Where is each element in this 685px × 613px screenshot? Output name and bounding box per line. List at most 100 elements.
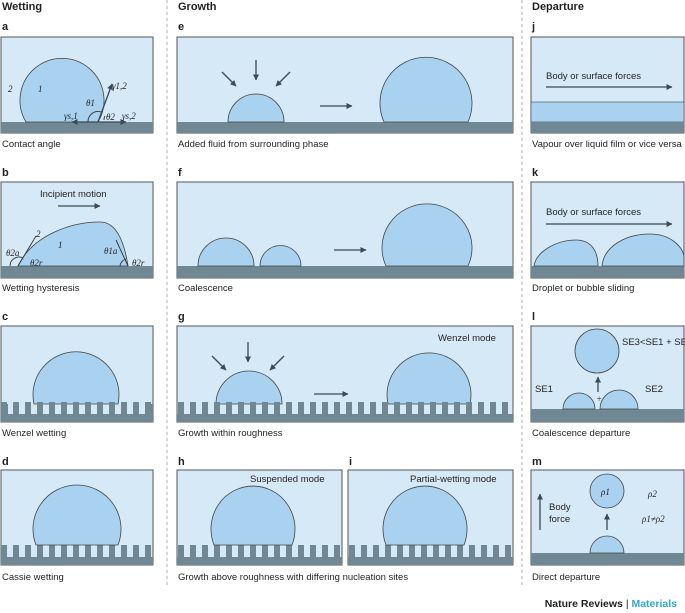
substrate [177, 266, 513, 278]
theta-arc [87, 111, 102, 123]
forces-label: Body or surface forces [546, 207, 641, 218]
rough-substrate [177, 545, 342, 565]
panel-letter: k [532, 167, 539, 179]
inflow-arrow [275, 71, 291, 87]
panel-caption: Wenzel wetting [2, 428, 66, 439]
phase-label: 1 [38, 84, 43, 94]
panel-caption: Growth within roughness [178, 428, 283, 439]
panel-letter: j [531, 21, 535, 33]
left-droplet [197, 237, 255, 267]
large-droplet [386, 352, 472, 405]
column-header-growth: Growth [178, 1, 217, 13]
mode-label: Suspended mode [250, 474, 324, 485]
droplet [382, 485, 468, 546]
body-label: Body [549, 502, 571, 513]
footer-separator: | [625, 598, 629, 610]
density-inequality: ρ1≠ρ2 [641, 514, 665, 524]
droplet [19, 58, 105, 123]
panel-b: b Incipient motion 2 1 θ2a θ2r θ1a θ2r W… [0, 167, 154, 294]
substrate [1, 266, 153, 278]
small-droplet [227, 93, 285, 123]
droplet [32, 351, 120, 405]
phase-label: 2 [36, 229, 41, 239]
energy-equation: SE3<SE1 + SE2 [622, 337, 685, 348]
merged-droplet [381, 203, 473, 267]
right-droplet [259, 245, 302, 267]
motion-label: Incipient motion [40, 189, 107, 200]
panel-letter: e [178, 21, 184, 33]
mode-label: Partial-wetting mode [410, 474, 497, 485]
panel-caption: Cassie wetting [2, 572, 64, 583]
merged-departing-droplet [574, 328, 620, 374]
departing-droplet [589, 473, 625, 509]
theta-arc [103, 115, 106, 121]
panel-caption: Wetting hysteresis [2, 283, 80, 294]
column-header-departure: Departure [532, 1, 584, 13]
gamma-label: γ1,2 [112, 81, 127, 91]
panel-letter: b [2, 167, 9, 179]
se1-label: SE1 [535, 384, 553, 395]
inflow-arrow [269, 355, 285, 371]
gamma-12-arrow [97, 83, 113, 123]
panel-letter: d [2, 456, 9, 468]
small-droplet [215, 370, 283, 405]
panel-caption: Vapour over liquid film or vice versa [532, 139, 682, 150]
theta-label: θ2r [30, 258, 43, 268]
rough-substrate [177, 402, 513, 422]
plus-sign: + [596, 394, 602, 404]
substrate [531, 122, 684, 133]
mode-label: Wenzel mode [438, 333, 496, 344]
rho1-label: ρ1 [600, 487, 610, 497]
panel-caption: Coalescence [178, 283, 233, 294]
panel-letter: m [532, 456, 542, 468]
droplet [32, 484, 122, 546]
panel-letter: c [2, 311, 8, 323]
panel-letter: l [532, 311, 535, 323]
panel-e: e Added fluid from surrounding phase [176, 21, 514, 150]
panel-m: m Body force ρ1 ρ2 ρ1≠ρ2 Direct departur… [530, 456, 685, 583]
panel-letter: h [178, 456, 185, 468]
substrate [1, 122, 153, 133]
panel-c: c Wenzel wetting [0, 311, 154, 439]
phase-label: 1 [58, 240, 63, 250]
theta-arc [9, 256, 24, 267]
panel-letter: i [349, 456, 352, 468]
panel-caption: Growth above roughness with differing nu… [178, 572, 408, 583]
journal-footer: Nature Reviews | Materials [545, 598, 677, 610]
droplet [210, 485, 296, 546]
se2-label: SE2 [645, 384, 663, 395]
large-droplet [379, 56, 473, 123]
panel-j: j Body or surface forces Vapour over liq… [530, 21, 685, 150]
base-droplet [589, 535, 625, 554]
rough-substrate [1, 402, 153, 422]
tangent-line [17, 235, 37, 267]
substrate [177, 122, 513, 133]
panel-d: d Cassie wetting [0, 456, 154, 583]
right-droplet [599, 389, 639, 410]
panel-caption: Coalescence departure [532, 428, 630, 439]
column-header-wetting: Wetting [2, 1, 43, 13]
theta-label: θ2a [6, 248, 20, 258]
panel-letter: f [178, 167, 182, 179]
panel-h: h Suspended mode Growth above roughness … [176, 456, 408, 583]
substrate [531, 266, 684, 278]
force-label: force [549, 514, 570, 525]
gamma-label: γs,1 [64, 111, 78, 121]
panel-k: k Body or surface forces Droplet or bubb… [530, 167, 685, 294]
panel-i: i Partial-wetting mode [347, 456, 514, 566]
journal-section: Materials [631, 598, 677, 610]
liquid-film [530, 101, 685, 123]
phase-label: 2 [8, 84, 13, 94]
rough-substrate [348, 545, 513, 565]
panel-letter: g [178, 311, 185, 323]
inflow-arrow [221, 71, 237, 87]
panel-f: f Coalescence [176, 167, 514, 294]
rough-substrate [1, 545, 153, 565]
tangent-line [115, 239, 129, 267]
panel-letter: a [2, 21, 9, 33]
gamma-label: γs,2 [122, 111, 136, 121]
panel-l: l + SE3<SE1 + SE2 SE1 SE2 Coalescence de… [530, 311, 685, 439]
panel-caption: Added fluid from surrounding phase [178, 139, 329, 150]
left-droplet [562, 392, 596, 410]
